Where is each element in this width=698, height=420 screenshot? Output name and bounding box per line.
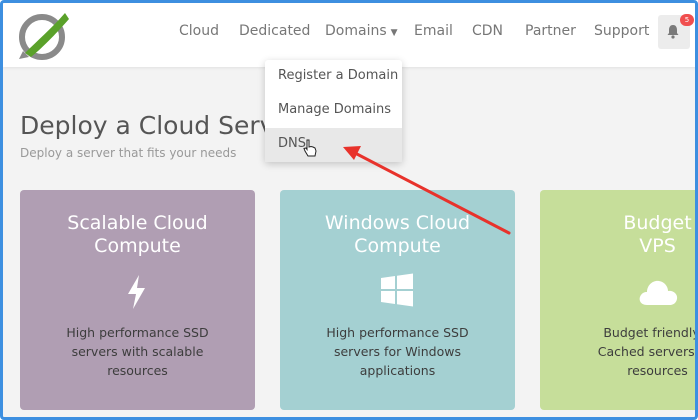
card-description: High performance SSD servers for Windows… (280, 323, 515, 380)
nav-partner[interactable]: Partner (525, 23, 576, 39)
nav-cdn[interactable]: CDN (472, 23, 504, 39)
card-title-line: Compute (354, 235, 441, 257)
card-desc-line: resources (107, 363, 168, 378)
card-desc-line: servers for Windows (333, 344, 461, 359)
nav-domains[interactable]: Domains▼ (325, 23, 398, 39)
top-navbar: Cloud Dedicated Domains▼ Email CDN Partn… (3, 3, 695, 67)
card-title-line: Compute (94, 235, 181, 257)
caret-down-icon: ▼ (390, 28, 398, 38)
windows-icon (381, 273, 413, 307)
card-desc-line: High performance SSD (326, 325, 469, 340)
page-title: Deploy a Cloud Server (20, 111, 301, 140)
page-subtitle: Deploy a server that fits your needs (20, 146, 237, 160)
card-desc-line: High performance SSD (66, 325, 209, 340)
nav-cloud[interactable]: Cloud (179, 23, 219, 39)
card-title-line: VPS (639, 235, 676, 257)
card-desc-line: servers with scalable (71, 344, 204, 359)
card-scalable-cloud-compute[interactable]: Scalable Cloud Compute High performance … (20, 190, 255, 410)
card-windows-cloud-compute[interactable]: Windows Cloud Compute High performance S… (280, 190, 515, 410)
card-description: Budget friendly S Cached servers wit res… (540, 323, 698, 380)
card-desc-line: Cached servers wit (597, 344, 695, 359)
card-title-line: Windows Cloud (324, 212, 471, 234)
nav-dedicated[interactable]: Dedicated (239, 23, 311, 39)
cloud-icon (639, 280, 678, 305)
card-title-line: Budget (623, 212, 692, 234)
notifications-button[interactable] (658, 15, 690, 49)
menu-item-manage-domains[interactable]: Manage Domains (278, 102, 391, 117)
nav-email[interactable]: Email (414, 23, 453, 39)
domains-dropdown-menu: Register a Domain Manage Domains DNS (265, 60, 402, 162)
card-budget-vps[interactable]: Budget VPS Budget friendly S Cached serv… (540, 190, 698, 410)
menu-item-register-domain[interactable]: Register a Domain (278, 68, 399, 83)
nav-support[interactable]: Support (594, 23, 650, 39)
lightning-icon (128, 275, 145, 309)
card-title: Windows Cloud Compute (280, 212, 515, 258)
card-desc-line: resources (627, 363, 688, 378)
card-desc-line: applications (359, 363, 436, 378)
menu-item-dns[interactable]: DNS (265, 128, 402, 162)
notification-count-badge: 5 (680, 14, 694, 26)
bell-icon (667, 25, 679, 39)
card-title: Scalable Cloud Compute (20, 212, 255, 258)
card-description: High performance SSD servers with scalab… (20, 323, 255, 380)
card-title: Budget VPS (540, 212, 695, 258)
brand-logo[interactable] (15, 7, 73, 61)
card-desc-line: Budget friendly S (603, 325, 698, 340)
card-title-line: Scalable Cloud (67, 212, 208, 234)
nav-domains-label: Domains (325, 23, 387, 39)
